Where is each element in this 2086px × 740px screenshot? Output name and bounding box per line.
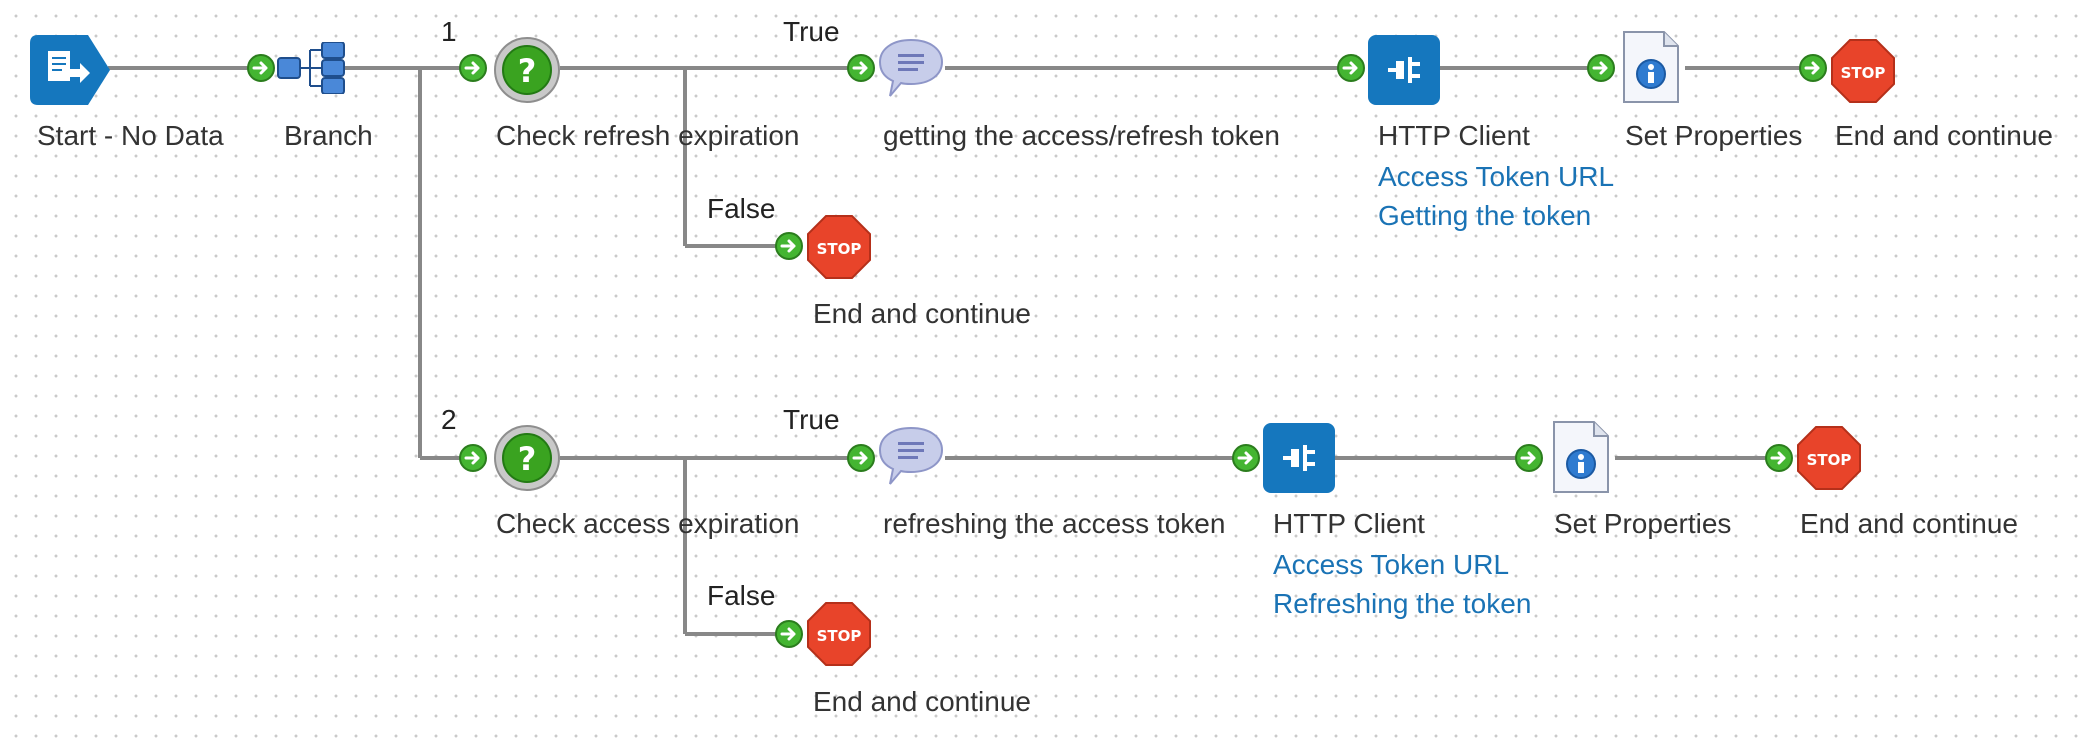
stop-sign-icon[interactable]: STOP bbox=[806, 214, 872, 280]
connector-arrow-icon bbox=[1337, 54, 1365, 82]
branch-label: Branch bbox=[284, 120, 373, 151]
connector-arrow-icon bbox=[1765, 444, 1793, 472]
comment-label: refreshing the access token bbox=[883, 508, 1226, 539]
connector-arrow-icon bbox=[1799, 54, 1827, 82]
comment-bubble-icon[interactable] bbox=[876, 424, 946, 488]
stop-sign-icon[interactable]: STOP bbox=[806, 601, 872, 667]
http-client-plug-icon[interactable] bbox=[1263, 423, 1335, 493]
refreshing-token-link[interactable]: Refreshing the token bbox=[1273, 588, 1532, 619]
set-properties-label: Set Properties bbox=[1625, 120, 1803, 151]
svg-text:?: ? bbox=[518, 52, 537, 90]
connector-arrow-icon bbox=[847, 444, 875, 472]
info-document-icon[interactable] bbox=[1550, 420, 1612, 496]
connector-arrow-icon bbox=[847, 54, 875, 82]
decision-label: Check access expiration bbox=[496, 508, 800, 539]
false-branch-label: False bbox=[707, 193, 776, 224]
end-continue-label: End and continue bbox=[1800, 508, 2018, 539]
comment-bubble-icon[interactable] bbox=[876, 36, 946, 100]
decision-label: Check refresh expiration bbox=[496, 120, 800, 151]
decision-question-icon[interactable]: ? bbox=[492, 423, 562, 493]
connector-arrow-icon bbox=[1515, 444, 1543, 472]
set-properties-label: Set Properties bbox=[1554, 508, 1732, 539]
comment-label: getting the access/refresh token bbox=[883, 120, 1280, 151]
connector-arrow-icon bbox=[459, 54, 487, 82]
stop-sign-icon[interactable]: STOP bbox=[1796, 425, 1862, 491]
svg-text:?: ? bbox=[518, 440, 537, 478]
svg-text:STOP: STOP bbox=[1807, 451, 1852, 469]
false-branch-label: False bbox=[707, 580, 776, 611]
svg-text:STOP: STOP bbox=[1841, 64, 1886, 82]
http-client-label: HTTP Client bbox=[1273, 508, 1425, 539]
end-continue-label: End and continue bbox=[1835, 120, 2053, 151]
connector-arrow-icon bbox=[1587, 54, 1615, 82]
start-node-label: Start - No Data bbox=[37, 120, 224, 151]
http-client-label: HTTP Client bbox=[1378, 120, 1530, 151]
branch-path-2-label: 2 bbox=[441, 404, 457, 435]
connector-arrow-icon bbox=[775, 620, 803, 648]
end-continue-label: End and continue bbox=[813, 686, 1031, 717]
getting-token-link[interactable]: Getting the token bbox=[1378, 200, 1592, 231]
stop-sign-icon[interactable]: STOP bbox=[1830, 38, 1896, 104]
access-token-url-link[interactable]: Access Token URL bbox=[1378, 161, 1615, 192]
connector-arrow-icon bbox=[775, 232, 803, 260]
http-client-plug-icon[interactable] bbox=[1368, 35, 1440, 105]
svg-text:STOP: STOP bbox=[817, 240, 862, 258]
connector-arrow-icon bbox=[1232, 444, 1260, 472]
info-document-icon[interactable] bbox=[1620, 30, 1682, 106]
connector-arrow-icon bbox=[247, 54, 275, 82]
start-node-icon[interactable] bbox=[30, 35, 112, 105]
true-branch-label: True bbox=[783, 16, 840, 47]
branch-path-1-label: 1 bbox=[441, 16, 457, 47]
connector-arrow-icon bbox=[459, 444, 487, 472]
end-continue-label: End and continue bbox=[813, 298, 1031, 329]
access-token-url-link[interactable]: Access Token URL bbox=[1273, 549, 1510, 580]
svg-text:STOP: STOP bbox=[817, 627, 862, 645]
true-branch-label: True bbox=[783, 404, 840, 435]
decision-question-icon[interactable]: ? bbox=[492, 35, 562, 105]
branch-icon[interactable] bbox=[276, 42, 346, 94]
